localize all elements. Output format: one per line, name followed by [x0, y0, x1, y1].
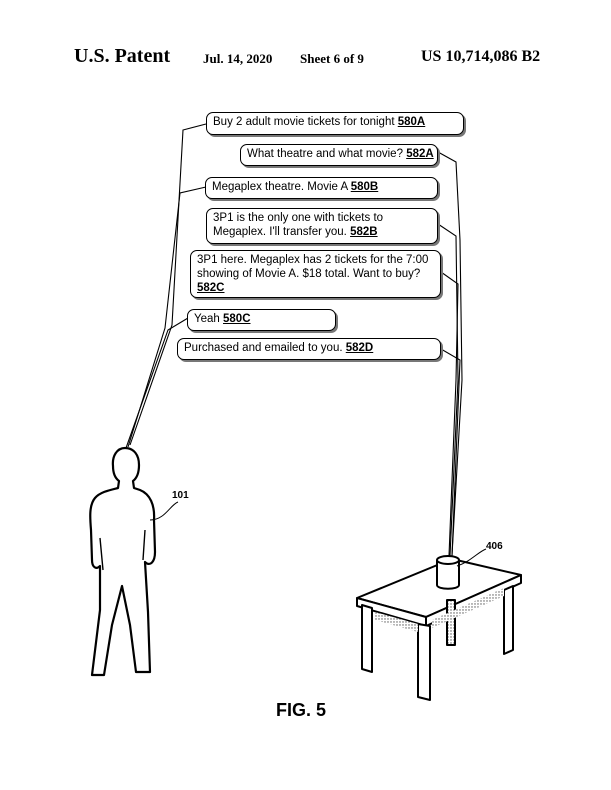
bubble-text: Purchased and emailed to you. — [184, 342, 343, 354]
user-reference-label: 101 — [172, 490, 189, 501]
dialog-bubble-582c: 3P1 here. Megaplex has 2 tickets for the… — [190, 250, 441, 298]
device-reference-label: 406 — [486, 541, 503, 552]
patent-number: US 10,714,086 B2 — [421, 48, 541, 65]
bubble-ref: 580B — [350, 181, 379, 193]
dialog-bubble-582a: What theatre and what movie? 582A — [240, 144, 438, 166]
bubble-text: Megaplex theatre. Movie A — [212, 181, 348, 193]
bubble-text-line2: Megaplex. I'll transfer you. — [213, 226, 347, 238]
user-speech-lines — [125, 123, 207, 449]
bubble-ref: 580A — [397, 116, 426, 128]
bubble-text-line1: 3P1 here. Megaplex has 2 tickets for the… — [197, 254, 429, 266]
bubble-ref: 582A — [406, 148, 434, 160]
bubble-ref: 582D — [345, 342, 374, 354]
dialog-bubble-580c: Yeah 580C — [187, 309, 336, 331]
bubble-ref: 582B — [350, 226, 378, 238]
dialog-bubble-580a: Buy 2 adult movie tickets for tonight 58… — [206, 112, 464, 135]
device-speech-lines — [437, 151, 463, 557]
patent-label: U.S. Patent — [74, 45, 171, 67]
bubble-text-line1: 3P1 is the only one with tickets to — [213, 212, 384, 224]
figure-caption: FIG. 5 — [276, 700, 327, 720]
bubble-text: What theatre and what movie? — [247, 148, 403, 160]
bubble-ref: 582C — [197, 282, 225, 294]
bubble-text: Yeah — [194, 313, 220, 325]
bubble-text: Buy 2 adult movie tickets for tonight — [213, 116, 395, 128]
dialog-bubble-582d: Purchased and emailed to you. 582D — [177, 338, 441, 360]
patent-date: Jul. 14, 2020 — [203, 51, 273, 66]
user-silhouette — [89, 446, 157, 677]
bubble-ref: 580C — [223, 313, 251, 325]
bubble-text-line2: showing of Movie A. $18 total. Want to b… — [197, 268, 421, 280]
dialog-bubble-580b: Megaplex theatre. Movie A 580B — [205, 177, 438, 199]
device-cylinder — [436, 555, 460, 590]
sheet-number: Sheet 6 of 9 — [300, 51, 364, 66]
dialog-bubble-582b: 3P1 is the only one with tickets to Mega… — [206, 208, 438, 244]
